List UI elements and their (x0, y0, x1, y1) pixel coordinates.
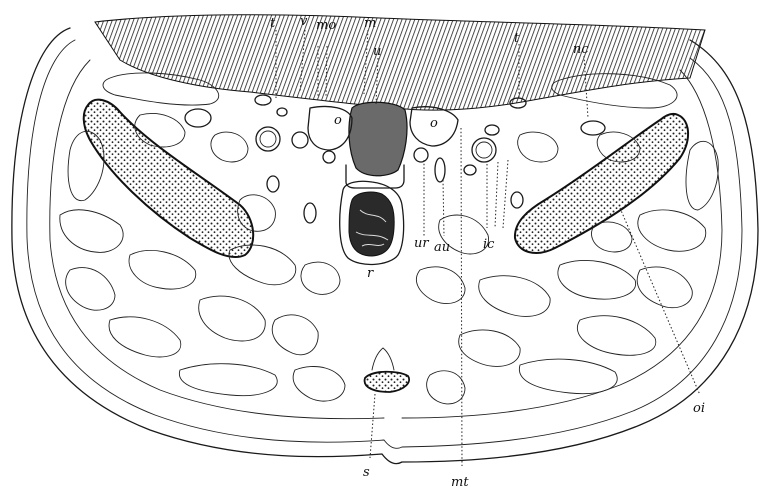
label-o-left: o (334, 113, 342, 128)
coccyx-bone (365, 372, 410, 392)
label-r: r (367, 266, 374, 281)
label-oi: oi (693, 401, 705, 416)
label-t-right: t (514, 31, 520, 46)
right-nc-vessel (581, 121, 605, 135)
left-upper-vessel (185, 109, 211, 127)
left-vessel-oval-3 (277, 108, 287, 116)
label-ur: ur (414, 236, 429, 251)
left-vessel-oval (267, 176, 279, 192)
right-vessel-au (435, 158, 445, 182)
label-ic: ic (483, 237, 495, 252)
label-nc: nc (573, 42, 589, 57)
left-t-vessel (255, 95, 271, 105)
coccyx-ligament (372, 348, 394, 370)
label-m: m (364, 16, 376, 31)
left-ischium-bone (84, 100, 253, 257)
label-s: s (363, 465, 370, 480)
label-u: u (373, 44, 381, 59)
right-vessel-small (511, 192, 523, 208)
label-v: v (300, 14, 308, 29)
right-vessel-small-2 (485, 125, 499, 135)
left-o-space (308, 106, 352, 150)
right-vessel-ur (414, 148, 428, 162)
label-au: au (434, 240, 450, 255)
label-mo: mo (316, 18, 336, 33)
left-vessel-small (292, 132, 308, 148)
left-vessel-oval-2 (304, 203, 316, 223)
left-vessel-large-inner (260, 131, 276, 147)
right-vessel-mid (464, 165, 476, 175)
right-vessel-large-inner (476, 142, 492, 158)
label-t-left: t (270, 16, 276, 31)
central-muscles (301, 215, 489, 304)
label-mt: mt (451, 475, 469, 490)
left-vessel-tiny (323, 151, 335, 163)
urethral-column (349, 102, 407, 176)
perineal-hatched-region (95, 15, 705, 110)
rectum-inner (349, 192, 394, 256)
label-o-right: o (430, 116, 438, 131)
